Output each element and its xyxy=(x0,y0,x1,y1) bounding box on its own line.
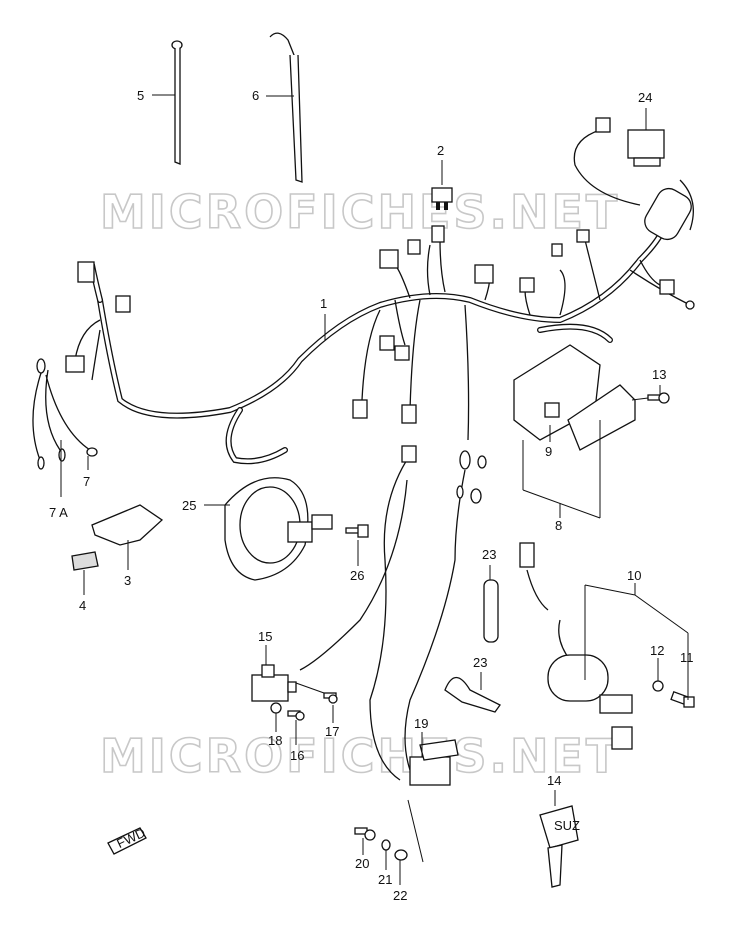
callout-10: 10 xyxy=(627,568,641,583)
callout-14: 14 xyxy=(547,773,561,788)
washer-18 xyxy=(270,702,282,714)
watermark-bottom: MICROFICHES.NET xyxy=(100,729,620,783)
ignition-switch xyxy=(547,654,633,750)
washer-12 xyxy=(652,680,664,692)
callout-4: 4 xyxy=(79,598,86,613)
callout-16: 16 xyxy=(290,748,304,763)
callout-18: 18 xyxy=(268,733,282,748)
callout-25: 25 xyxy=(182,498,196,513)
callout-26: 26 xyxy=(350,568,364,583)
callout-17: 17 xyxy=(325,724,339,739)
callout-1: 1 xyxy=(320,296,327,311)
screw-26 xyxy=(345,524,369,538)
ignition-coil-unit xyxy=(644,187,692,241)
cable-tie-small xyxy=(171,40,183,165)
wire-leads-7 xyxy=(32,358,98,470)
callout-7: 7 xyxy=(83,474,90,489)
callout-13: 13 xyxy=(652,367,666,382)
screw-13 xyxy=(647,392,670,404)
callout-labels: 5 6 2 24 1 7 7 A 25 3 4 26 9 8 13 23 23 … xyxy=(49,88,694,903)
switch-15 xyxy=(251,664,297,702)
callout-22: 22 xyxy=(393,888,407,903)
bolt-11 xyxy=(670,691,695,708)
leader-lines xyxy=(60,94,689,885)
main-wiring-harness xyxy=(74,129,694,781)
cdi-unit xyxy=(567,384,636,451)
callout-5: 5 xyxy=(137,88,144,103)
callout-12: 12 xyxy=(650,643,664,658)
callout-15: 15 xyxy=(258,629,272,644)
callout-11: 11 xyxy=(680,650,694,665)
key: SUZ xyxy=(539,805,580,888)
screw-16 xyxy=(287,710,305,721)
callout-21: 21 xyxy=(378,872,392,887)
callout-3: 3 xyxy=(124,573,131,588)
fwd-text: FWD xyxy=(114,825,147,851)
callout-7a: 7 A xyxy=(49,505,68,520)
relay xyxy=(595,117,665,167)
callout-24: 24 xyxy=(638,90,652,105)
washer-22 xyxy=(394,849,408,861)
callout-20: 20 xyxy=(355,856,369,871)
horn xyxy=(224,477,333,581)
cable-tie-large xyxy=(269,32,303,183)
washer-21 xyxy=(381,839,391,851)
callout-9: 9 xyxy=(545,444,552,459)
callout-23-lower: 23 xyxy=(473,655,487,670)
watermark-top: MICROFICHES.NET xyxy=(100,185,620,239)
callout-6: 6 xyxy=(252,88,259,103)
screw-17 xyxy=(323,692,338,704)
key-brand-text: SUZ xyxy=(554,818,580,833)
fwd-arrow: FWD xyxy=(107,825,148,855)
callout-8: 8 xyxy=(555,518,562,533)
callout-23-upper: 23 xyxy=(482,547,496,562)
cable-guide-upper xyxy=(483,579,499,643)
switch-19 xyxy=(409,739,459,786)
bracket xyxy=(91,504,164,546)
callout-2: 2 xyxy=(437,143,444,158)
callout-19: 19 xyxy=(414,716,428,731)
harness-connectors xyxy=(65,225,695,568)
cable-guide-lower xyxy=(444,676,501,713)
bolt-20 xyxy=(354,827,376,841)
cushion-pad xyxy=(71,551,99,571)
fuse xyxy=(431,187,453,210)
